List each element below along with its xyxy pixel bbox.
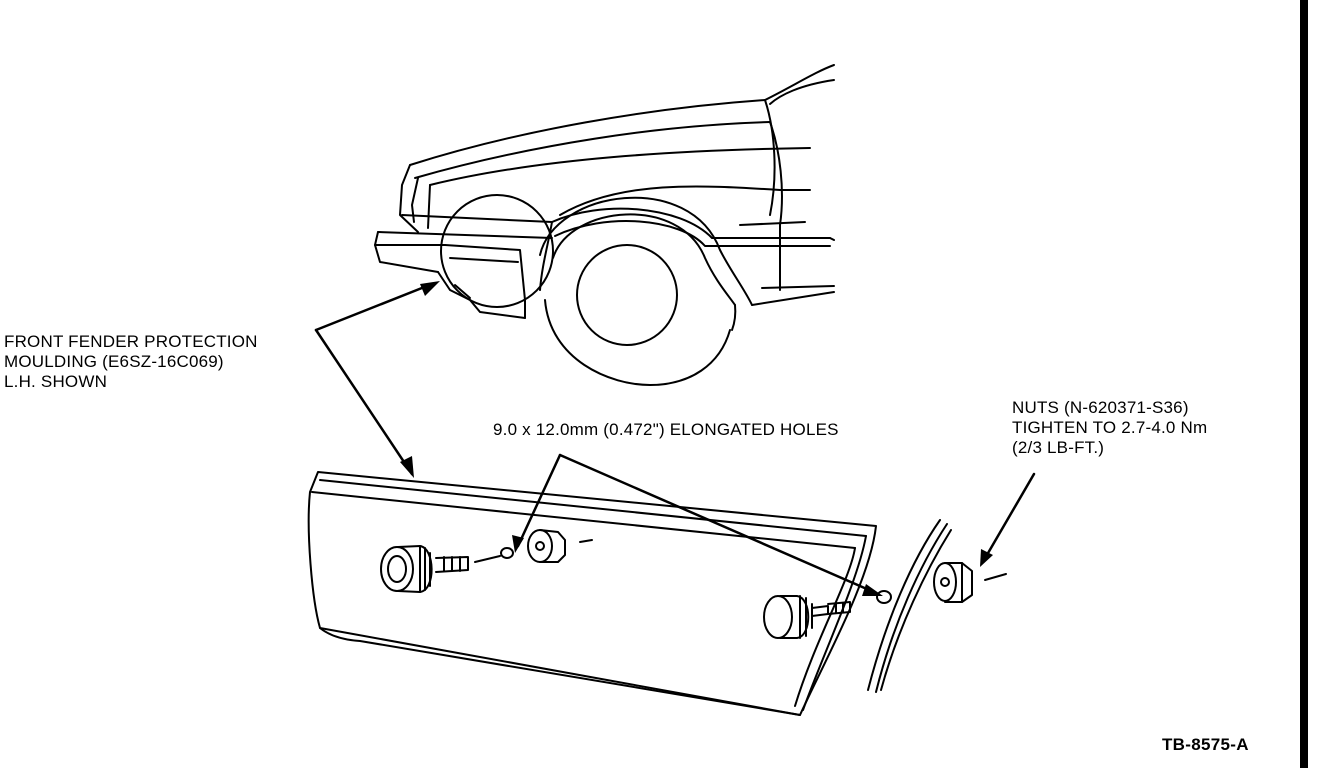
nuts-label-line-1: NUTS (N-620371-S36) [1012,398,1189,417]
car-front-view [374,64,835,386]
right-border-bar [1300,0,1308,768]
moulding-label-line-3: L.H. SHOWN [4,372,108,391]
nut-right [933,562,1007,603]
moulding-strip [307,471,877,716]
fender-panel-edge [867,519,952,693]
holes-callout-label: 9.0 x 12.0mm (0.472") ELONGATED HOLES [493,420,839,439]
nuts-label-line-2: TIGHTEN TO 2.7-4.0 Nm [1012,418,1208,437]
nut-left [527,529,593,563]
moulding-callout-label: FRONT FENDER PROTECTION MOULDING (E6SZ-1… [4,332,258,392]
nuts-label-line-3: (2/3 LB-FT.) [1012,438,1105,457]
moulding-label-line-2: MOULDING (E6SZ-16C069) [4,352,224,371]
arrowheads [400,281,993,596]
figure-id: TB-8575-A [1162,735,1249,754]
stud-right [763,590,892,639]
moulding-label-line-1: FRONT FENDER PROTECTION [4,332,258,351]
leader-lines [314,282,1036,595]
stud-left [380,545,514,593]
nuts-callout-label: NUTS (N-620371-S36) TIGHTEN TO 2.7-4.0 N… [1012,398,1207,458]
